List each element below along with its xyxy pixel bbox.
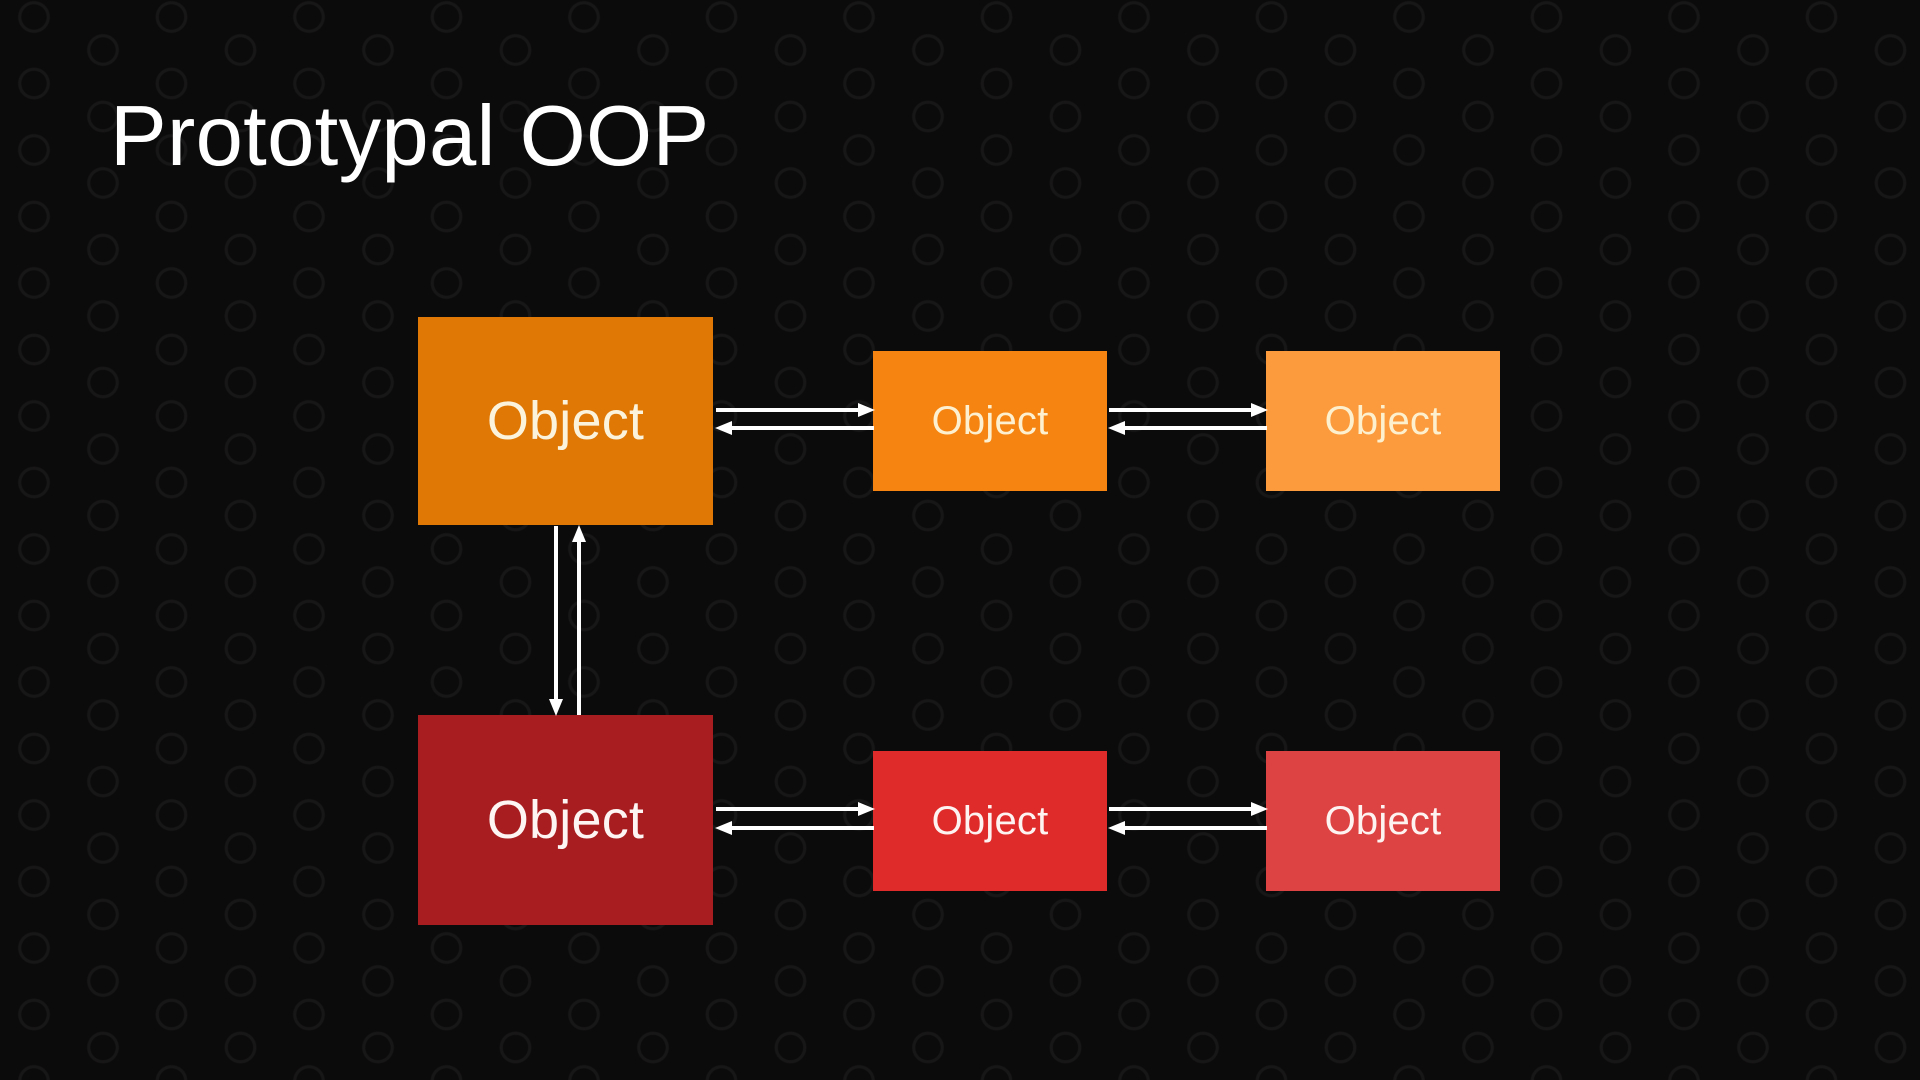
- object-node-label: Object: [931, 398, 1049, 443]
- arrow-top-2-to-3: [1109, 403, 1268, 417]
- arrow-head-icon: [715, 421, 732, 435]
- arrow-shaft: [1123, 826, 1267, 830]
- object-node-proto-mid[interactable]: Object: [873, 351, 1107, 491]
- object-node-label: Object: [931, 798, 1049, 843]
- arrow-shaft: [554, 526, 558, 701]
- arrow-head-icon: [572, 525, 586, 542]
- arrow-red-to-orange: [572, 525, 586, 715]
- arrow-shaft: [1109, 807, 1253, 811]
- object-node-instance-leaf[interactable]: Object: [1266, 751, 1500, 891]
- arrow-top-1-to-2: [716, 403, 875, 417]
- object-node-proto-root[interactable]: Object: [418, 317, 713, 525]
- arrow-top-2-to-1: [715, 421, 874, 435]
- arrow-head-icon: [1108, 421, 1125, 435]
- arrow-bot-2-to-1: [715, 821, 874, 835]
- arrow-bot-1-to-2: [716, 802, 875, 816]
- arrow-head-icon: [1251, 403, 1268, 417]
- arrow-bot-2-to-3: [1109, 802, 1268, 816]
- arrow-top-3-to-2: [1108, 421, 1267, 435]
- arrow-head-icon: [858, 802, 875, 816]
- page-title: Prototypal OOP: [110, 89, 710, 184]
- arrow-shaft: [716, 807, 860, 811]
- arrow-shaft: [716, 408, 860, 412]
- arrow-head-icon: [715, 821, 732, 835]
- object-node-instance-root[interactable]: Object: [418, 715, 713, 925]
- object-node-label: Object: [1324, 798, 1442, 843]
- arrow-orange-to-red: [549, 526, 563, 716]
- arrow-head-icon: [1251, 802, 1268, 816]
- object-node-label: Object: [1324, 398, 1442, 443]
- arrow-head-icon: [858, 403, 875, 417]
- arrow-head-icon: [1108, 821, 1125, 835]
- object-node-label: Object: [486, 790, 645, 850]
- arrow-shaft: [577, 540, 581, 715]
- arrow-head-icon: [549, 699, 563, 716]
- arrow-shaft: [730, 426, 874, 430]
- arrow-bot-3-to-2: [1108, 821, 1267, 835]
- object-node-proto-leaf[interactable]: Object: [1266, 351, 1500, 491]
- object-node-instance-mid[interactable]: Object: [873, 751, 1107, 891]
- arrow-shaft: [730, 826, 874, 830]
- arrow-shaft: [1123, 426, 1267, 430]
- object-node-label: Object: [486, 391, 645, 451]
- arrow-shaft: [1109, 408, 1253, 412]
